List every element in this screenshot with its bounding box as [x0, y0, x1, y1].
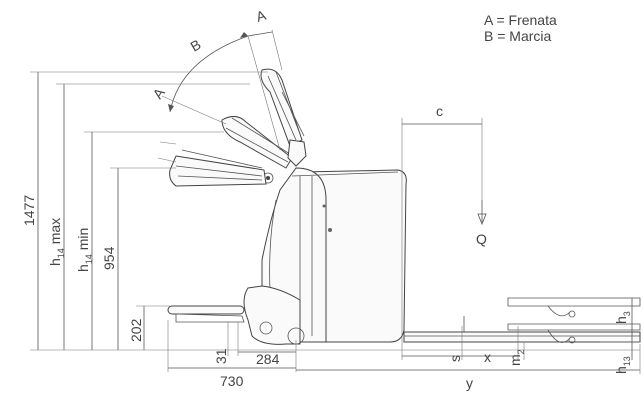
label-h13-main: h	[613, 366, 629, 374]
label-284: 284	[256, 351, 280, 367]
label-m2-sub: 2	[516, 349, 526, 354]
vertical-dimensions	[30, 71, 640, 351]
label-730: 730	[220, 373, 244, 389]
label-h14-min-main: h	[75, 264, 91, 272]
label-x: x	[484, 349, 491, 365]
label-b: B	[188, 36, 204, 55]
label-h14-min: h14 min	[75, 228, 94, 272]
label-h14-min-sub: 14	[84, 254, 94, 264]
label-h14-max: h14 max	[47, 218, 66, 266]
label-h3-sub: 3	[622, 311, 632, 316]
truck-chassis	[167, 167, 641, 345]
label-h13-sub: 13	[622, 356, 632, 366]
label-202: 202	[128, 318, 144, 342]
label-h14-max-main: h	[47, 258, 63, 266]
angle-arcs	[157, 29, 283, 163]
label-h14-max-suffix: max	[47, 218, 63, 248]
legend-item-a: A = Frenata	[484, 12, 557, 28]
label-h3: h3	[613, 311, 632, 324]
label-h3-main: h	[613, 316, 629, 324]
label-a-top: A	[254, 7, 268, 25]
horizontal-dimensions	[167, 118, 641, 374]
label-m2-main: m	[507, 354, 523, 366]
label-y: y	[466, 375, 473, 391]
label-h14-min-suffix: min	[75, 228, 91, 254]
label-954: 954	[101, 246, 117, 270]
label-a-left: A	[149, 84, 168, 101]
legend-item-b: B = Marcia	[484, 28, 552, 44]
label-c: c	[436, 103, 443, 119]
label-1477: 1477	[21, 195, 37, 226]
label-31: 31	[213, 348, 229, 364]
legend: A = Frenata B = Marcia	[484, 12, 557, 44]
label-h14-max-sub: 14	[56, 248, 66, 258]
label-h13: h13	[613, 356, 632, 374]
label-s: s	[447, 355, 463, 362]
tiller-handle-positions	[169, 68, 307, 187]
label-m2: m2	[507, 349, 526, 366]
label-q: Q	[476, 231, 487, 247]
